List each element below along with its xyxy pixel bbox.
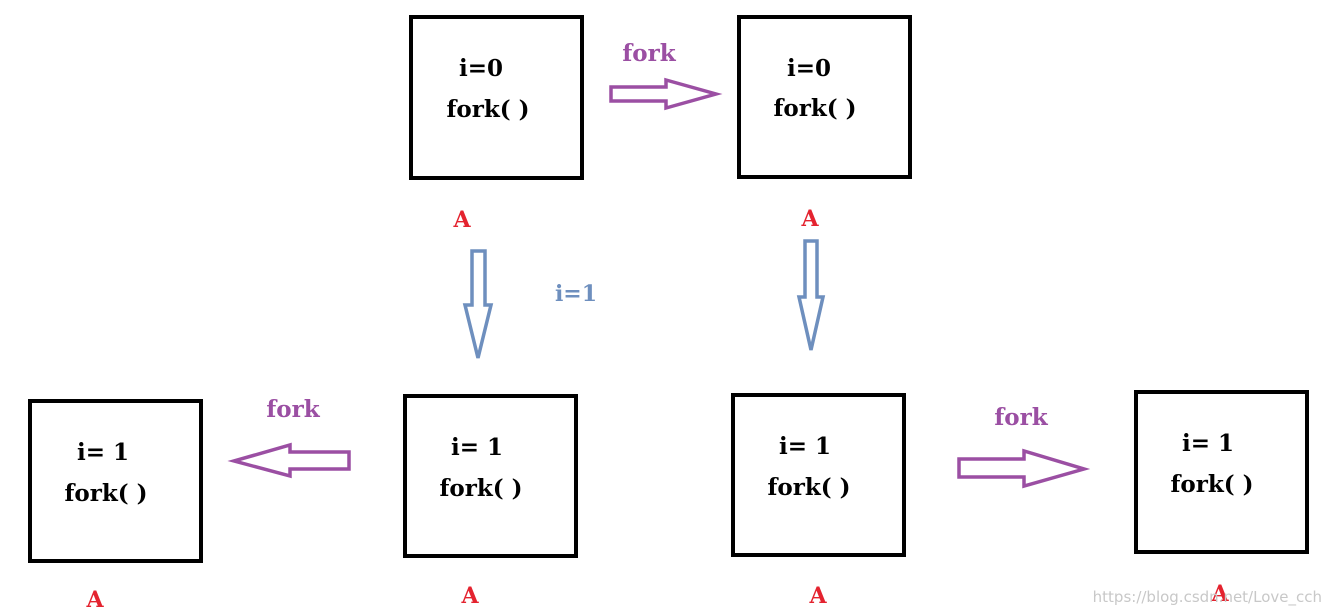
box-label-a: A (800, 206, 819, 232)
box-line2: fork( ) (64, 480, 147, 507)
arrow-right-icon (609, 77, 723, 111)
box-border (1134, 390, 1309, 554)
process-box-c1c: i= 1 fork( ) A (1134, 390, 1309, 607)
box-border (731, 393, 906, 557)
arrow-left-icon (227, 442, 351, 479)
box-line2: fork( ) (1170, 471, 1253, 498)
box-border (403, 394, 578, 558)
box-border (409, 15, 584, 180)
box-line2: fork( ) (767, 474, 850, 501)
edge-p0-p1 (462, 249, 494, 359)
box-line1: i= 1 (1182, 430, 1234, 457)
edge-label-fork: fork (622, 40, 676, 67)
edge-p0-c0: fork (609, 40, 723, 111)
box-border (737, 15, 912, 179)
arrow-right-icon (957, 448, 1091, 489)
box-label-a: A (85, 587, 104, 613)
process-box-p1c: i= 1 fork( ) A (28, 399, 203, 613)
box-line1: i= 1 (77, 439, 129, 466)
arrow-down-icon (796, 239, 826, 351)
edge-c0-c1 (796, 239, 826, 351)
box-line2: fork( ) (773, 95, 856, 122)
iteration-label: i=1 (555, 281, 597, 307)
box-line1: i= 1 (451, 434, 503, 461)
box-line1: i=0 (787, 55, 831, 82)
arrow-down-icon (462, 249, 494, 359)
edge-p1-p1c: fork (227, 396, 351, 479)
process-box-p0: i=0 fork( ) A (409, 15, 584, 233)
edge-c1-c1c: fork (957, 404, 1091, 489)
watermark: https://blog.csdn.net/Love_cch (1092, 588, 1322, 606)
process-box-c1: i= 1 fork( ) A (731, 393, 906, 609)
box-border (28, 399, 203, 563)
process-box-p1: i= 1 fork( ) A (403, 394, 578, 609)
box-line1: i= 1 (779, 433, 831, 460)
box-line2: fork( ) (439, 475, 522, 502)
box-label-a: A (460, 583, 479, 609)
edge-label-fork: fork (994, 404, 1048, 431)
edge-label-fork: fork (266, 396, 320, 423)
process-box-c0: i=0 fork( ) A (737, 15, 912, 232)
box-label-a: A (808, 583, 827, 609)
box-line2: fork( ) (446, 96, 529, 123)
box-line1: i=0 (459, 55, 503, 82)
box-label-a: A (452, 207, 471, 233)
box-label-a: A (1210, 581, 1229, 607)
